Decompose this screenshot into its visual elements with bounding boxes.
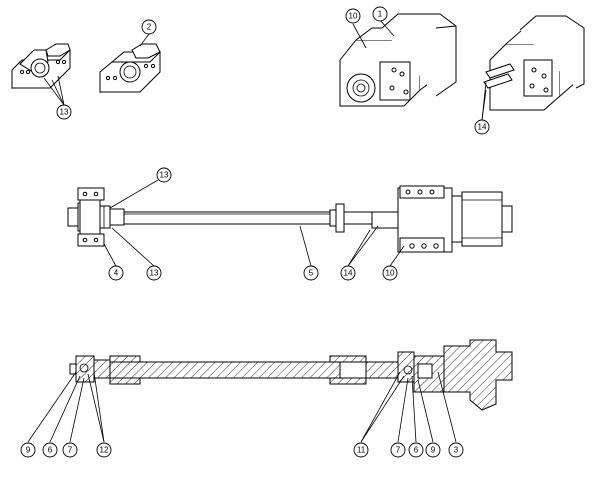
balloon-6: 6 [408, 442, 424, 458]
balloon-label: 6 [414, 446, 419, 455]
balloon-10: 10 [345, 8, 361, 24]
balloon-2: 2 [141, 19, 157, 35]
balloon-label: 7 [396, 446, 401, 455]
balloon-label: 1 [378, 10, 383, 19]
balloon-label: 9 [26, 446, 31, 455]
shaft-assembly-section-view [69, 339, 513, 411]
balloon-label: 5 [309, 269, 314, 278]
gearmotor-with-shaft [483, 15, 585, 111]
balloon-label: 13 [60, 108, 69, 117]
balloon-12: 12 [96, 442, 112, 458]
balloon-label: 13 [160, 171, 169, 180]
balloon-9: 9 [20, 442, 36, 458]
balloon-label: 10 [386, 269, 395, 278]
balloon-label: 13 [150, 269, 159, 278]
balloon-label: 2 [147, 23, 152, 32]
balloon-7: 7 [62, 442, 78, 458]
balloon-label: 14 [344, 269, 353, 278]
balloon-label: 6 [48, 446, 53, 455]
balloon-10: 10 [382, 265, 398, 281]
balloon-9: 9 [425, 442, 441, 458]
balloon-label: 3 [454, 446, 459, 455]
clamp-block-closed [99, 43, 161, 94]
balloon-3: 3 [448, 442, 464, 458]
balloon-13: 13 [156, 167, 172, 183]
balloon-label: 9 [431, 446, 436, 455]
balloon-14: 14 [474, 119, 490, 135]
leader-lines [27, 19, 487, 443]
balloon-14: 14 [340, 265, 356, 281]
balloon-7: 7 [390, 442, 406, 458]
balloon-label: 14 [478, 123, 487, 132]
balloon-4: 4 [108, 265, 124, 281]
balloon-1: 1 [372, 6, 388, 22]
gearmotor-with-gearbox [339, 13, 457, 107]
balloon-5: 5 [303, 265, 319, 281]
balloon-label: 7 [68, 446, 73, 455]
balloon-label: 12 [100, 446, 109, 455]
shaft-assembly-side-view [67, 185, 513, 253]
balloon-label: 11 [357, 446, 366, 455]
balloon-13: 13 [56, 104, 72, 120]
clamp-block-open [11, 43, 71, 90]
balloon-label: 10 [349, 12, 358, 21]
balloon-13: 13 [146, 265, 162, 281]
balloon-6: 6 [42, 442, 58, 458]
balloon-11: 11 [353, 442, 369, 458]
balloon-label: 4 [114, 269, 119, 278]
